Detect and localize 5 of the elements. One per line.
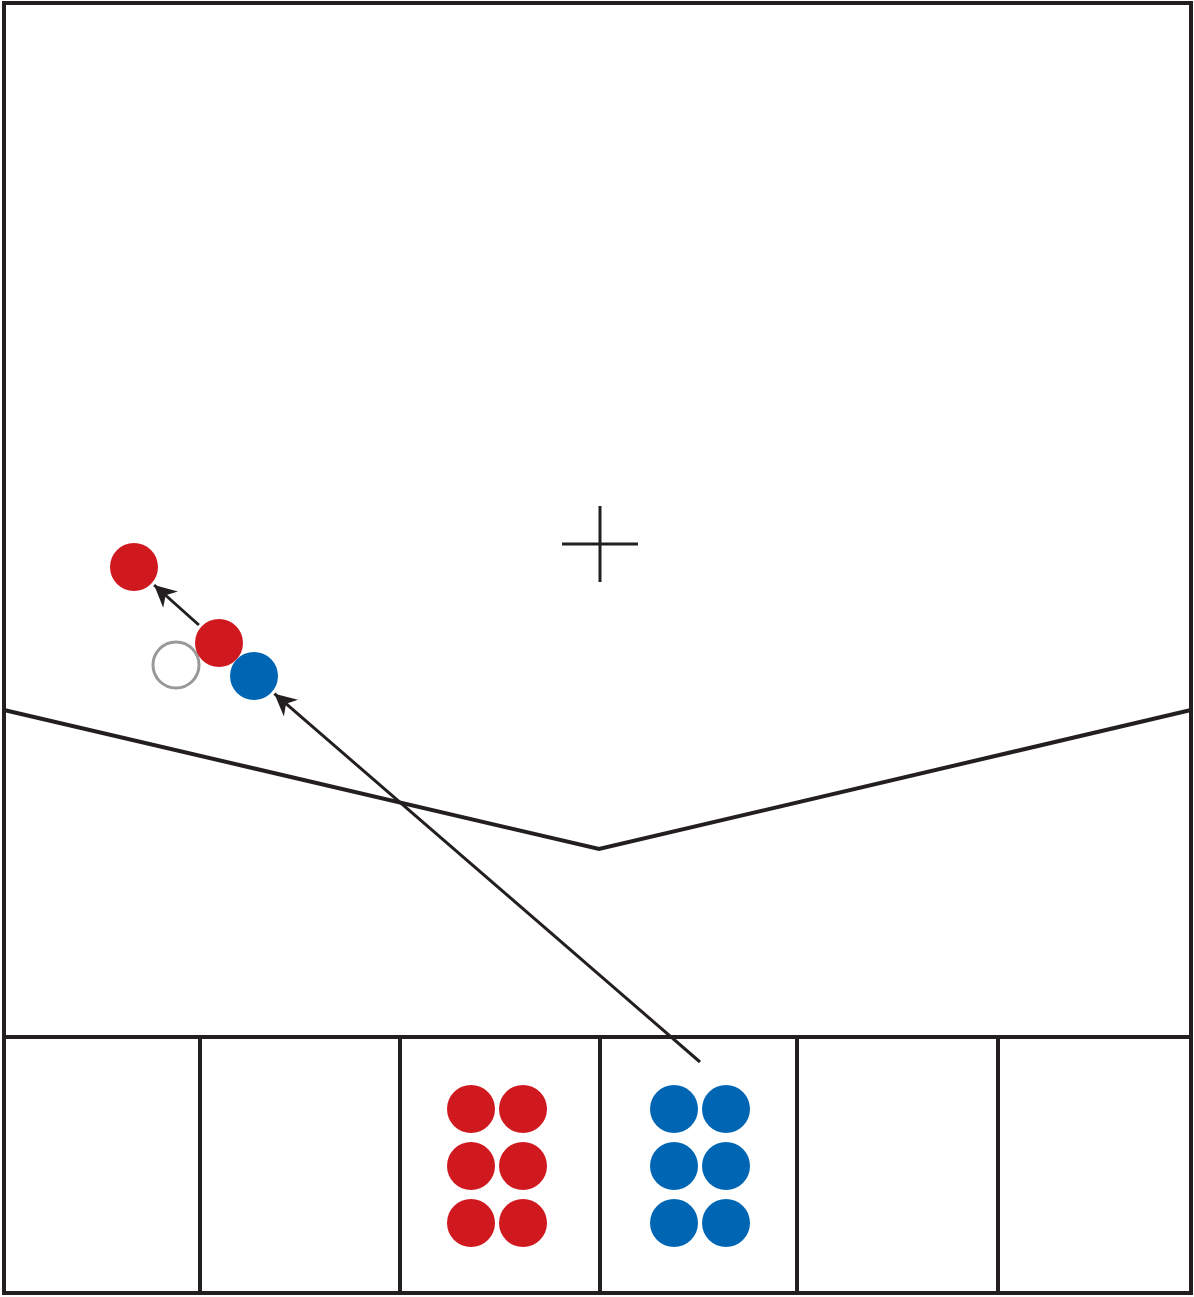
disc (230, 652, 278, 700)
disc (195, 619, 243, 667)
arrow (153, 583, 200, 627)
arrow (273, 692, 701, 1064)
disc (110, 543, 158, 591)
